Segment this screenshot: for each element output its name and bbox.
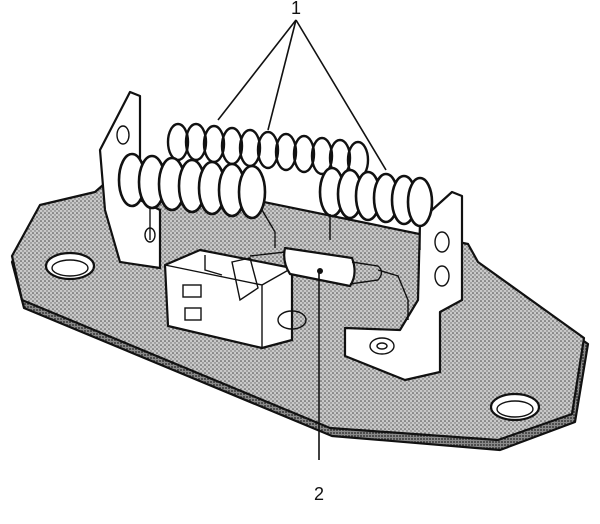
resistor-coil-left — [117, 152, 267, 220]
resistor-coil-right — [318, 166, 434, 228]
callout-label-2: 2 — [314, 484, 324, 504]
right-bracket — [343, 190, 464, 382]
callout-label-1: 1 — [291, 0, 301, 18]
mounting-hole-right — [489, 392, 541, 422]
terminal-block — [163, 248, 307, 350]
coil-leads — [149, 208, 421, 250]
thermal-fuse — [249, 246, 409, 320]
callout-1-leaders — [217, 19, 387, 171]
mounting-hole-left — [44, 251, 96, 281]
